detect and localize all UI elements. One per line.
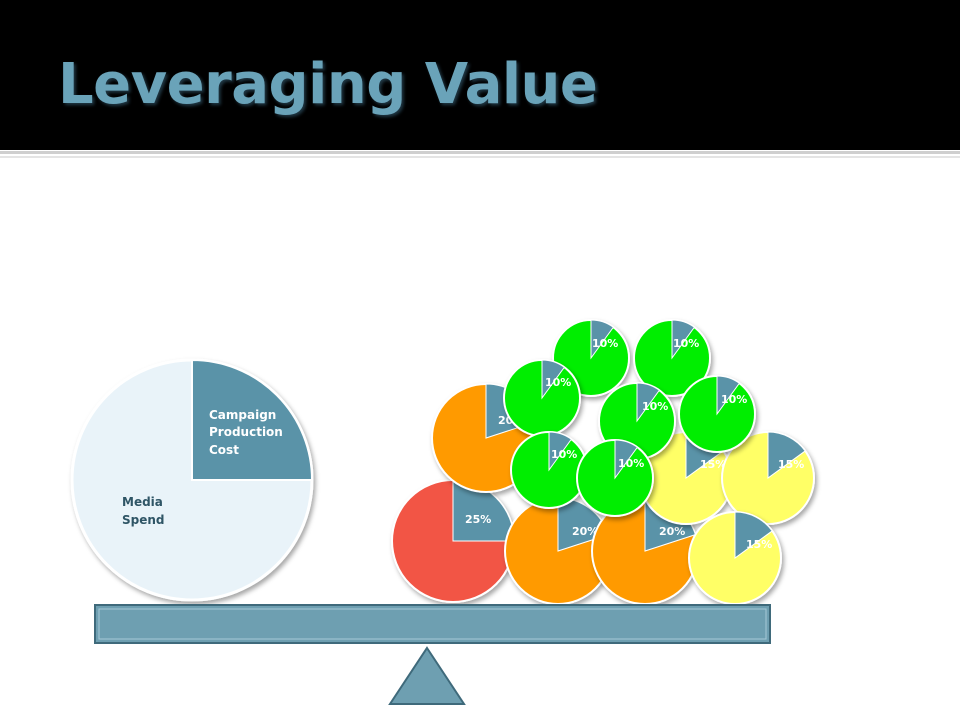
small-pie-label: 10%: [721, 393, 747, 406]
small-pie: 15%: [688, 511, 782, 605]
campaign-production-slice: [191, 358, 314, 481]
small-pie-label: 10%: [618, 457, 644, 470]
production-label-line1: Campaign: [209, 408, 276, 422]
small-pie-slice: [734, 511, 773, 559]
small-pie: 10%: [633, 319, 711, 397]
small-pie-label: 25%: [465, 513, 491, 526]
small-pie: 10%: [510, 431, 588, 509]
small-pie: 10%: [503, 359, 581, 437]
small-pie-label: 15%: [700, 458, 726, 471]
small-pie-label: 10%: [592, 337, 618, 350]
small-pie-slice: [671, 319, 696, 360]
small-pie-slice: [541, 359, 566, 400]
small-pie-label: 20%: [572, 525, 598, 538]
slide-title: Leveraging Value: [58, 52, 598, 117]
seesaw-beam: [94, 604, 771, 644]
small-pie-slice: [636, 382, 661, 423]
small-pie-label: 10%: [551, 448, 577, 461]
small-pie-label: 10%: [545, 376, 571, 389]
small-pie: 10%: [576, 439, 654, 517]
small-pie-slice: [716, 375, 741, 416]
small-pie: 20%: [591, 497, 699, 605]
media-spend-label-line2: Spend: [122, 513, 165, 527]
small-pie: 10%: [678, 375, 756, 453]
small-pie: 15%: [721, 431, 815, 525]
small-pie-label: 15%: [778, 458, 804, 471]
divider-line-thin: [0, 156, 960, 158]
small-pies-stack: 25%20%20%2015%15%15%10%10%10%10%10%10%10…: [391, 319, 815, 605]
small-pie-slice: [614, 439, 639, 480]
media-spend-label-line1: Media: [122, 495, 163, 509]
small-pie-label: 10%: [642, 400, 668, 413]
seesaw: [94, 604, 771, 705]
small-pie-label: 15%: [746, 538, 772, 551]
small-pie-slice: [590, 319, 615, 360]
seesaw-fulcrum: [388, 646, 466, 705]
main-pie: [70, 358, 314, 602]
small-pie-slice: [767, 431, 806, 479]
small-pie: 25%: [391, 479, 515, 603]
seesaw-beam-inner: [98, 608, 767, 640]
title-bar: Leveraging Value: [0, 0, 960, 150]
divider-line: [0, 151, 960, 154]
small-pie-label: 10%: [673, 337, 699, 350]
small-pie-slice: [548, 431, 573, 472]
small-pie-label: 20%: [659, 525, 685, 538]
production-label-line3: Cost: [209, 443, 239, 457]
production-label-line2: Production: [209, 425, 283, 439]
